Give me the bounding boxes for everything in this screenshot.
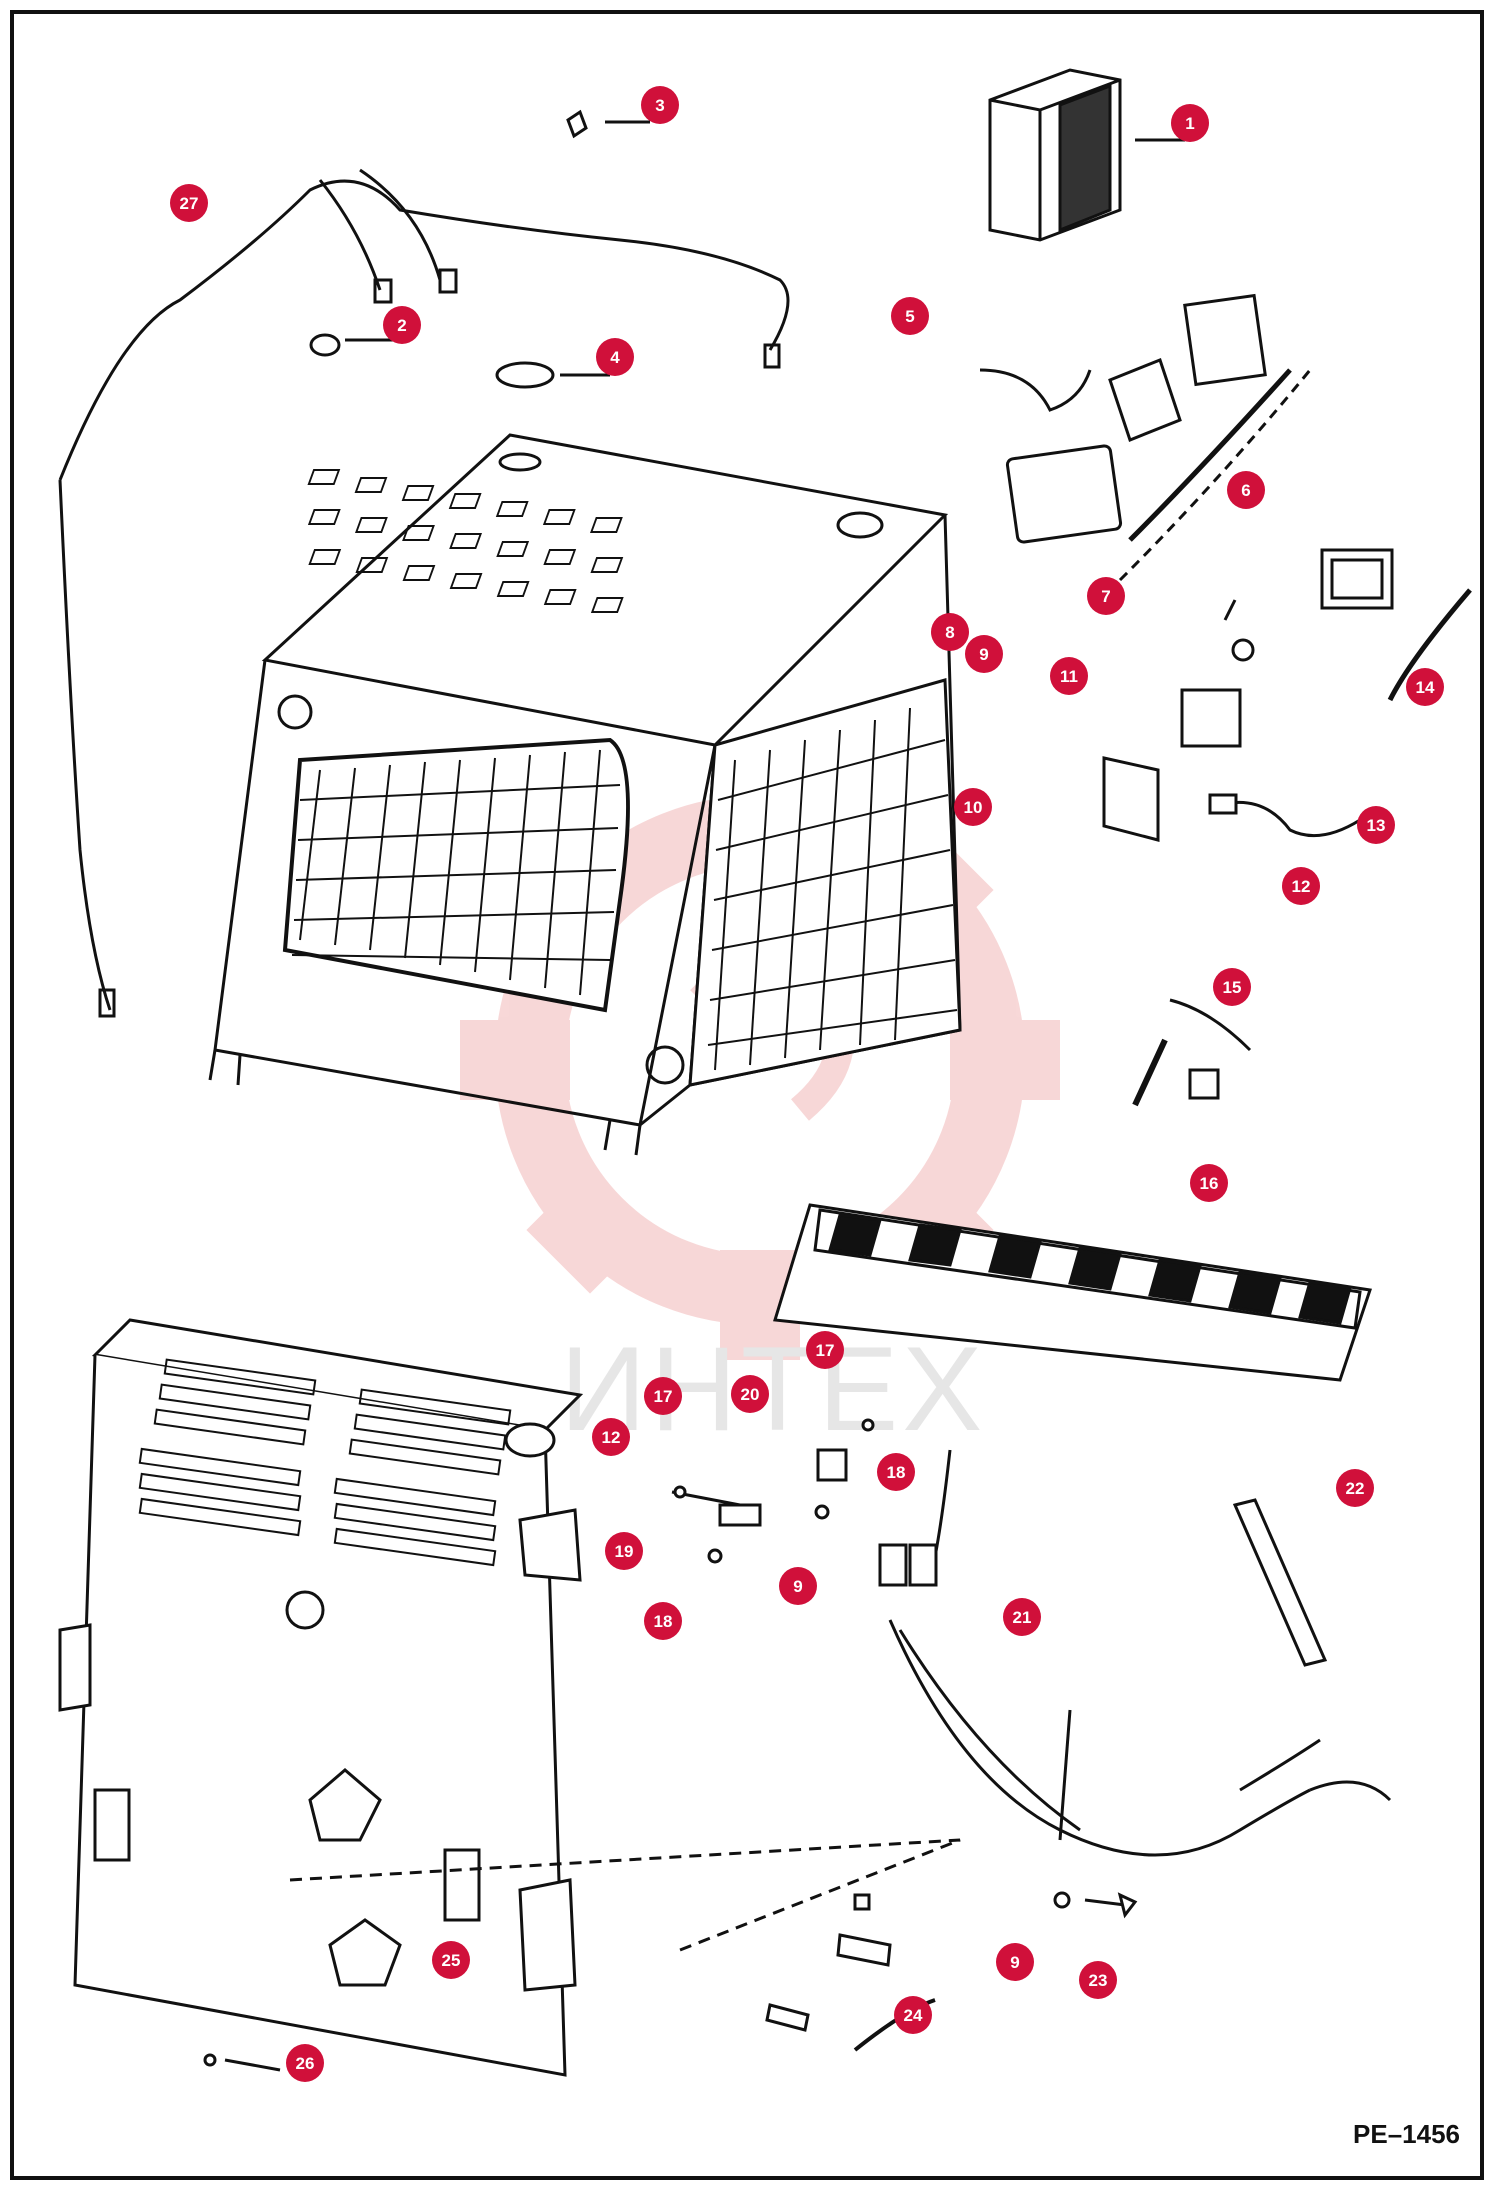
callout-14: 14 bbox=[1406, 668, 1444, 706]
part-small-hardware bbox=[309, 109, 650, 389]
part-relay-bracket bbox=[671, 1418, 875, 1564]
svg-text:22: 22 bbox=[1346, 1479, 1365, 1498]
svg-text:13: 13 bbox=[1367, 816, 1386, 835]
callout-23: 23 bbox=[1079, 1961, 1117, 1999]
part-relay-harness bbox=[878, 1449, 1392, 1857]
part-rear-panel bbox=[58, 1318, 961, 2077]
drawing-code: PE–1456 bbox=[1353, 2119, 1460, 2149]
watermark-text: ИНТЕХ bbox=[560, 1322, 986, 1456]
svg-text:1: 1 bbox=[1185, 114, 1194, 133]
callout-6: 6 bbox=[1227, 471, 1265, 509]
svg-text:4: 4 bbox=[610, 348, 620, 367]
callout-25: 25 bbox=[432, 1941, 470, 1979]
svg-text:12: 12 bbox=[602, 1428, 621, 1447]
callout-22: 22 bbox=[1336, 1469, 1374, 1507]
svg-text:20: 20 bbox=[741, 1385, 760, 1404]
callout-2: 2 bbox=[383, 306, 421, 344]
svg-text:9: 9 bbox=[979, 645, 988, 664]
callout-10: 10 bbox=[954, 788, 992, 826]
svg-text:9: 9 bbox=[793, 1577, 802, 1596]
callout-4: 4 bbox=[596, 338, 634, 376]
part-cab-roof bbox=[208, 433, 962, 1156]
svg-text:27: 27 bbox=[180, 194, 199, 213]
callout-7: 7 bbox=[1087, 577, 1125, 615]
callout-21: 21 bbox=[1003, 1598, 1041, 1636]
callout-17-a: 17 bbox=[806, 1331, 844, 1369]
callout-13: 13 bbox=[1357, 806, 1395, 844]
svg-text:10: 10 bbox=[964, 798, 983, 817]
part-wiring-harness bbox=[58, 168, 790, 1018]
svg-text:5: 5 bbox=[905, 307, 914, 326]
callout-12-a: 12 bbox=[1282, 867, 1320, 905]
callout-20: 20 bbox=[731, 1375, 769, 1413]
callout-27: 27 bbox=[170, 184, 208, 222]
svg-text:21: 21 bbox=[1013, 1608, 1032, 1627]
part-switch-assembly bbox=[1102, 548, 1472, 842]
svg-text:17: 17 bbox=[654, 1387, 673, 1406]
callout-24: 24 bbox=[894, 1996, 932, 2034]
svg-text:16: 16 bbox=[1200, 1174, 1219, 1193]
svg-text:18: 18 bbox=[887, 1463, 906, 1482]
svg-text:17: 17 bbox=[816, 1341, 835, 1360]
callout-9-a: 9 bbox=[965, 635, 1003, 673]
svg-text:24: 24 bbox=[904, 2006, 923, 2025]
part-battery-box bbox=[988, 68, 1185, 242]
svg-text:25: 25 bbox=[442, 1951, 461, 1970]
svg-text:23: 23 bbox=[1089, 1971, 1108, 1990]
callout-9-c: 9 bbox=[996, 1943, 1034, 1981]
callout-26: 26 bbox=[286, 2044, 324, 2082]
svg-text:26: 26 bbox=[296, 2054, 315, 2073]
callout-17-b: 17 bbox=[644, 1377, 682, 1415]
callout-8: 8 bbox=[931, 613, 969, 651]
callout-18-a: 18 bbox=[877, 1453, 915, 1491]
callout-16: 16 bbox=[1190, 1164, 1228, 1202]
callout-3: 3 bbox=[641, 86, 679, 124]
svg-text:15: 15 bbox=[1223, 978, 1242, 997]
svg-text:14: 14 bbox=[1416, 678, 1435, 697]
svg-text:19: 19 bbox=[615, 1542, 634, 1561]
svg-text:12: 12 bbox=[1292, 877, 1311, 896]
svg-text:18: 18 bbox=[654, 1612, 673, 1631]
svg-text:3: 3 bbox=[655, 96, 664, 115]
part-warning-strip bbox=[773, 1203, 1372, 1382]
svg-text:2: 2 bbox=[397, 316, 406, 335]
svg-text:9: 9 bbox=[1010, 1953, 1019, 1972]
callout-9-b: 9 bbox=[779, 1567, 817, 1605]
part-tool bbox=[1132, 998, 1252, 1107]
callout-12-b: 12 bbox=[592, 1418, 630, 1456]
svg-text:7: 7 bbox=[1101, 587, 1110, 606]
svg-text:6: 6 bbox=[1241, 481, 1250, 500]
part-strap bbox=[1232, 1498, 1328, 1667]
part-dome-light bbox=[979, 293, 1312, 582]
callout-15: 15 bbox=[1213, 968, 1251, 1006]
callout-1: 1 bbox=[1171, 104, 1209, 142]
callout-5: 5 bbox=[891, 297, 929, 335]
callout-18-b: 18 bbox=[644, 1602, 682, 1640]
callout-11: 11 bbox=[1050, 657, 1088, 695]
svg-text:8: 8 bbox=[945, 623, 954, 642]
svg-text:11: 11 bbox=[1060, 667, 1078, 686]
callout-19: 19 bbox=[605, 1532, 643, 1570]
drawing-border bbox=[10, 10, 1484, 2180]
